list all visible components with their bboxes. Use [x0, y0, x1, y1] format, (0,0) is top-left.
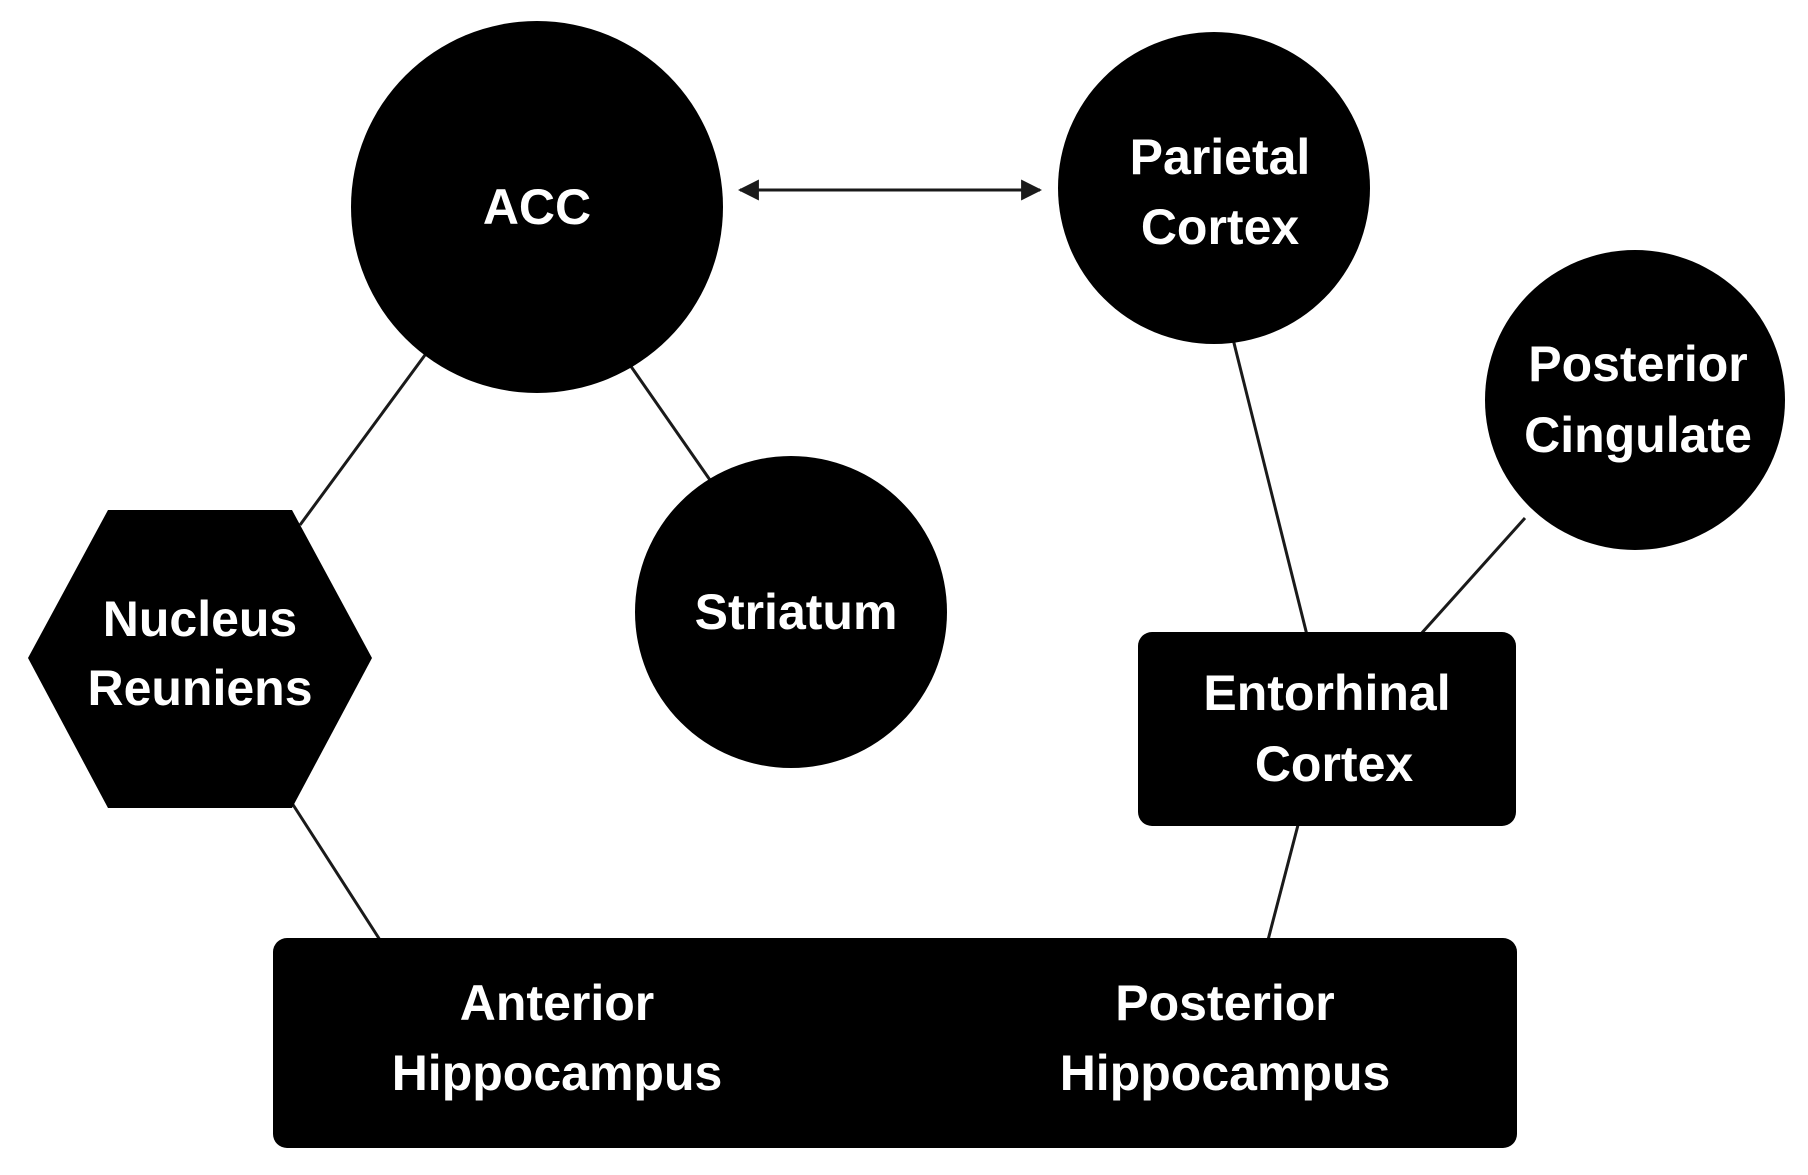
nucleus-reuniens-hexagon: [28, 510, 372, 808]
node-hippocampus: Anterior Hippocampus Posterior Hippocamp…: [273, 938, 1517, 1148]
nucleus-reuniens-label-line2: Reuniens: [87, 660, 312, 716]
posterior-cingulate-label-line2: Cingulate: [1524, 407, 1752, 463]
anterior-hippocampus-label-line1: Anterior: [460, 975, 654, 1031]
parietal-cortex-label-line1: Parietal: [1130, 129, 1311, 185]
posterior-hippocampus-label-line2: Hippocampus: [1060, 1045, 1391, 1101]
anterior-hippocampus-label-line2: Hippocampus: [392, 1045, 723, 1101]
node-entorhinal-cortex: Entorhinal Cortex: [1138, 632, 1516, 826]
node-nucleus-reuniens: Nucleus Reuniens: [28, 510, 372, 808]
entorhinal-cortex-box: [1138, 632, 1516, 826]
edge-posterior-cingulate-entorhinal: [1418, 516, 1527, 637]
striatum-circle: [635, 456, 947, 768]
entorhinal-cortex-label-line1: Entorhinal: [1203, 665, 1450, 721]
entorhinal-cortex-label-line2: Cortex: [1255, 736, 1414, 792]
edge-acc-striatum: [628, 364, 712, 481]
acc-circle: [351, 21, 723, 393]
node-posterior-cingulate: Posterior Cingulate: [1485, 250, 1785, 550]
node-striatum: Striatum: [635, 456, 947, 768]
posterior-hippocampus-label-line1: Posterior: [1115, 975, 1335, 1031]
hippocampus-box: [273, 938, 1517, 1148]
posterior-cingulate-circle: [1485, 250, 1785, 550]
node-acc: ACC: [351, 21, 723, 393]
edge-acc-nucleus-reuniens: [298, 354, 427, 526]
acc-label: ACC: [483, 179, 591, 235]
parietal-cortex-circle: [1058, 32, 1370, 344]
edge-parietal-entorhinal: [1230, 334, 1309, 636]
parietal-cortex-label-line2: Cortex: [1141, 199, 1300, 255]
edge-nucleus-reuniens-anterior-hippocampus: [288, 799, 382, 941]
posterior-cingulate-label-line1: Posterior: [1528, 336, 1748, 392]
edges: [288, 179, 1527, 941]
striatum-label: Striatum: [695, 584, 898, 640]
edge-entorhinal-posterior-hippocampus: [1266, 824, 1300, 941]
nucleus-reuniens-label-line1: Nucleus: [103, 591, 298, 647]
node-parietal-cortex: Parietal Cortex: [1058, 32, 1370, 344]
